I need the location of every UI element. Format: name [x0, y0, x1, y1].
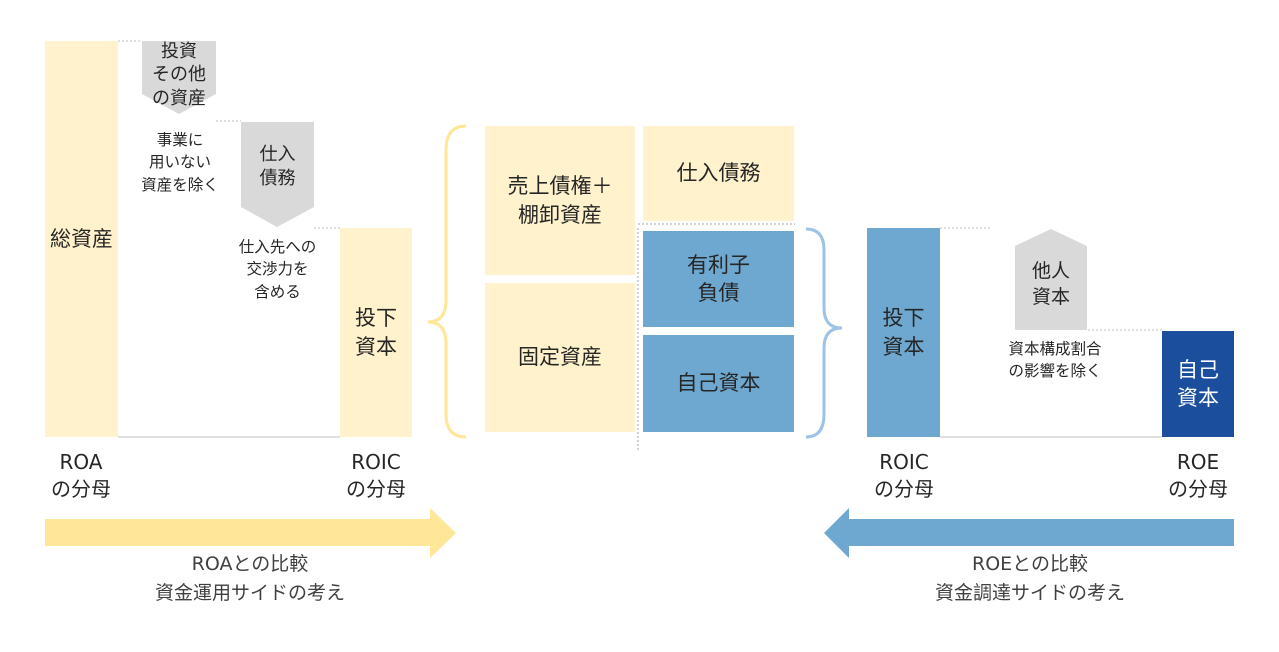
gray-up-arrow-other-capital [1015, 229, 1087, 330]
yellow-brace [427, 124, 467, 439]
left-invested-capital-bar: 投下 資本 [340, 228, 412, 437]
left-caption: ROAとの比較 資金運用サイドの考え [154, 553, 345, 604]
right-invested-capital-bar: 投下 資本 [867, 228, 940, 437]
right-roic-denominator-label: ROIC の分母 [874, 450, 934, 501]
other-capital-label: 他人 資本 [1031, 260, 1070, 308]
blue-brace [805, 227, 843, 439]
supplier-power-note: 仕入先への 交渉力を 含める [238, 238, 317, 301]
total-assets-bar: 総資産 [45, 41, 118, 437]
right-equity-bar: 自己 資本 [1162, 331, 1234, 437]
center-equity-box: 自己資本 [643, 335, 794, 432]
blue-left-arrow [824, 508, 1234, 558]
fixed-assets-box: 固定資産 [485, 283, 635, 432]
right-caption: ROEとの比較 資金調達サイドの考え [934, 553, 1125, 604]
roe-denominator-label: ROE の分母 [1168, 450, 1228, 501]
invest-other-label: 投資 その他 の資産 [152, 40, 206, 109]
yellow-right-arrow [45, 508, 456, 558]
total-assets-label: 総資産 [50, 226, 113, 251]
gray-down-arrow-payables [241, 122, 314, 227]
payables-arrow-label: 仕入 債務 [259, 143, 296, 189]
left-roic-denominator-label: ROIC の分母 [346, 450, 406, 501]
center-payables-box: 仕入債務 [643, 126, 794, 221]
receivables-inventory-box: 売上債権＋ 棚卸資産 [485, 126, 635, 275]
unused-assets-note: 事業に 用いない 資産を除く [141, 131, 219, 194]
interest-bearing-debt-box: 有利子 負債 [643, 231, 794, 327]
roa-denominator-label: ROA の分母 [51, 450, 111, 501]
capital-structure-note: 資本構成割合 の影響を除く [1008, 340, 1102, 381]
gray-down-arrow-invest [142, 41, 216, 114]
